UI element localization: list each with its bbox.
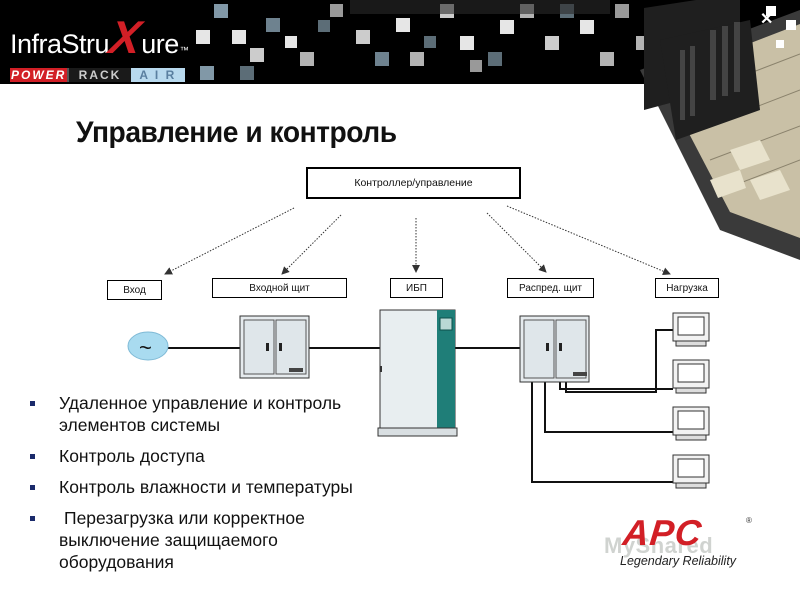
product-line-bar: POWER RACK A I R xyxy=(10,68,186,82)
ups-unit xyxy=(377,309,458,437)
ac-source-symbol xyxy=(127,331,169,361)
arrow-to-input xyxy=(164,207,295,275)
logo-suffix: ure xyxy=(141,29,179,59)
controller-box: Контроллер/управление xyxy=(306,167,521,199)
load-computer-2 xyxy=(672,359,710,394)
logo-trademark: ™ xyxy=(179,45,189,55)
bullet-square-icon xyxy=(30,401,35,406)
list-item: Контроль влажности и температуры xyxy=(30,476,360,498)
input-panel-cabinet xyxy=(239,315,310,379)
page-title: Управление и контроль xyxy=(76,116,397,149)
bullet-square-icon xyxy=(30,454,35,459)
load-feed-4 xyxy=(531,381,673,483)
load-computer-3 xyxy=(672,406,710,441)
apc-registered-mark: ® xyxy=(746,516,752,525)
decorative-squares xyxy=(196,0,650,80)
segment-power: POWER xyxy=(10,68,68,82)
apc-tagline: Legendary Reliability xyxy=(620,554,737,568)
segment-air: A I R xyxy=(130,68,186,82)
arrow-to-dist xyxy=(486,212,547,273)
load-computer-1 xyxy=(672,312,710,347)
node-load-box: Нагрузка xyxy=(655,278,719,298)
load-feed-3 xyxy=(544,381,673,433)
feature-list: Удаленное управление и контроль элементо… xyxy=(30,392,360,582)
node-distribution-box: Распред. щит xyxy=(507,278,594,298)
load-computer-4 xyxy=(672,454,710,489)
distribution-panel-cabinet xyxy=(519,315,590,383)
apc-logo: APC ® Legendary Reliability xyxy=(620,512,760,572)
arrow-to-panel xyxy=(281,214,342,275)
bullet-square-icon xyxy=(30,516,35,521)
server-room-illustration: ✕ xyxy=(640,0,800,260)
list-item: Перезагрузка или корректное выключение з… xyxy=(30,507,360,573)
node-ups-box: ИБП xyxy=(390,278,443,298)
logo-x: X xyxy=(106,11,144,63)
svg-text:✕: ✕ xyxy=(760,11,773,28)
node-input-box: Вход xyxy=(107,280,162,300)
list-item: Удаленное управление и контроль элементо… xyxy=(30,392,360,436)
list-item: Контроль доступа xyxy=(30,445,360,467)
node-input-panel-box: Входной щит xyxy=(212,278,347,298)
logo-prefix: InfraStru xyxy=(10,29,110,59)
bullet-square-icon xyxy=(30,485,35,490)
segment-rack: RACK xyxy=(67,68,131,82)
watermark: MyShared xyxy=(604,533,714,558)
load-feed-2 xyxy=(559,381,673,390)
ac-source-label: ~ xyxy=(139,335,152,360)
apc-wordmark: APC xyxy=(620,512,705,553)
load-feed-1 xyxy=(565,329,678,393)
